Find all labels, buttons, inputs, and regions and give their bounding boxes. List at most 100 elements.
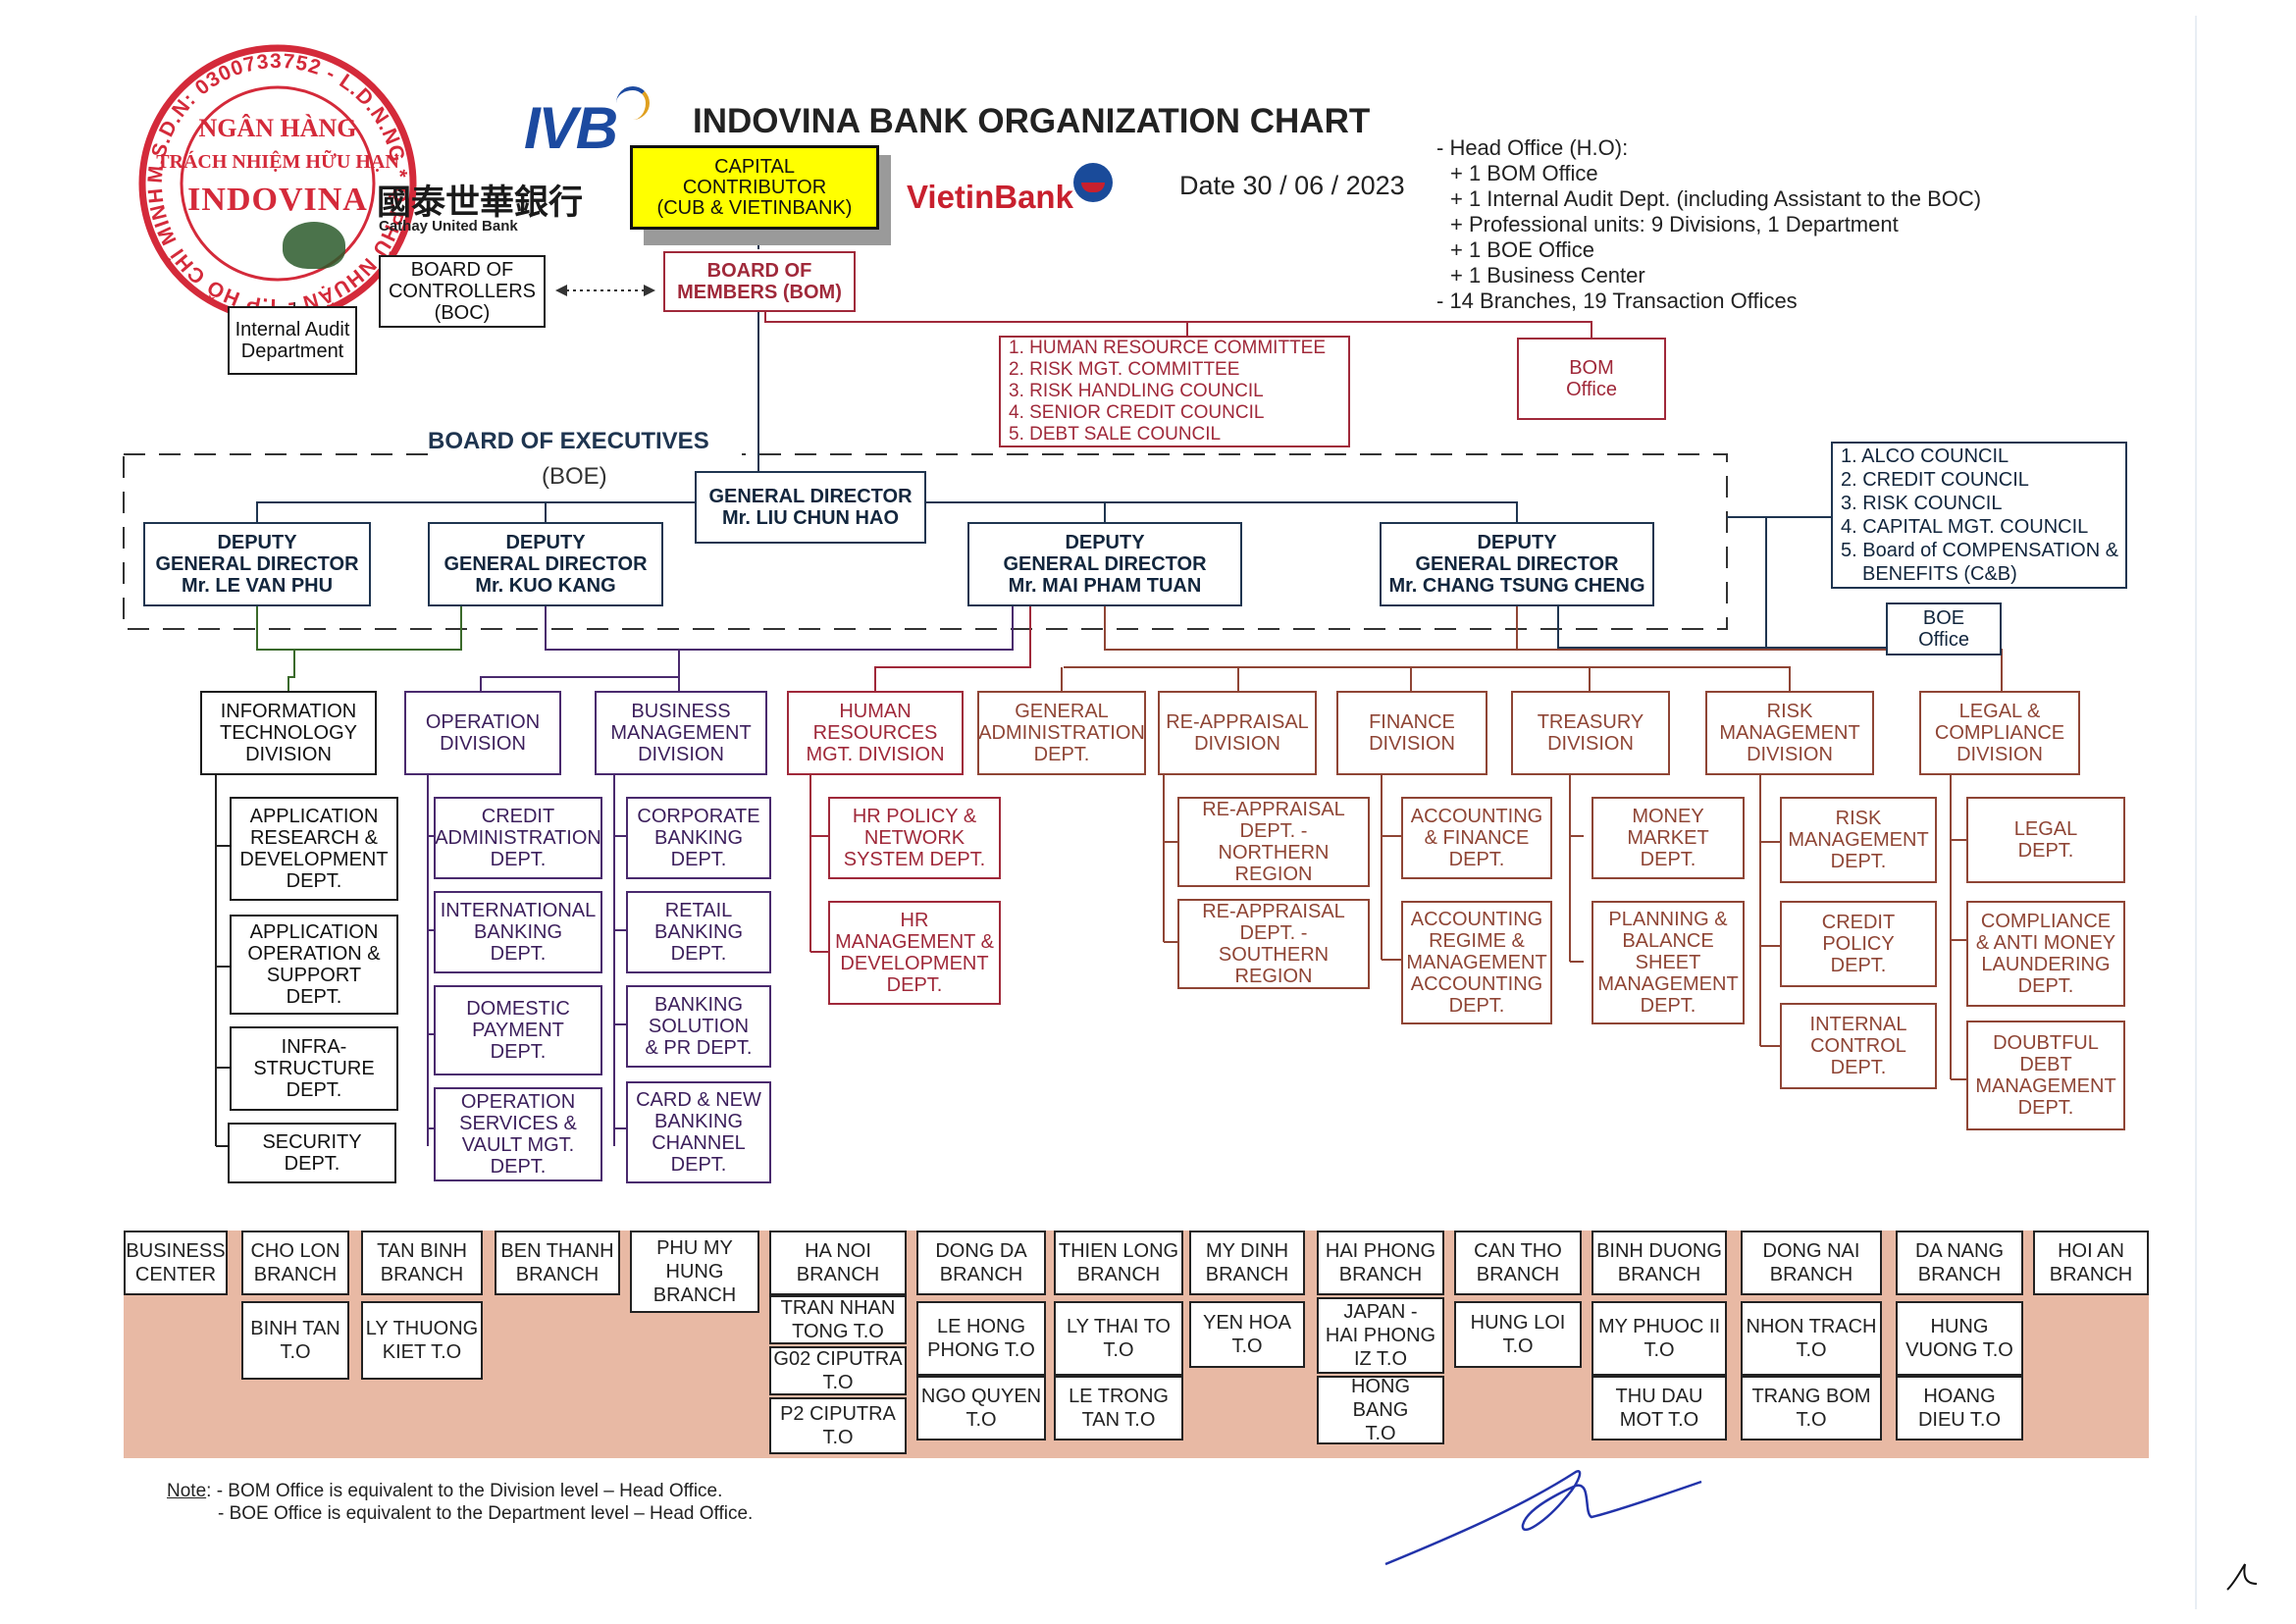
division-label: DIVISION [1194,733,1280,755]
division-label: DEPT. [1033,744,1090,765]
division-label: HUMAN [839,701,912,722]
boe-office-box: BOE Office [1886,602,2002,655]
transaction-office-label: TAN T.O [1081,1409,1156,1431]
council-item: 2. CREDIT COUNCIL [1841,469,2029,491]
transaction-office-label: P2 CIPUTRA [780,1403,896,1425]
branch-label: BRANCH [1076,1264,1161,1285]
boe-frame [123,453,1728,630]
branch-label: BRANCH [1338,1264,1423,1285]
dept-label: MARKET [1627,827,1709,849]
dept-label: SOUTHERN [1218,944,1330,966]
dept-box: APPLICATION OPERATION & SUPPORT DEPT. [230,915,398,1015]
dept-label: DEPT. - [1239,922,1308,944]
bom-line: MEMBERS (BOM) [677,282,842,303]
dept-label: RISK [1835,808,1882,829]
dept-label: OPERATION & [247,943,381,965]
transaction-office-label: TONG T.O [792,1321,884,1342]
council-item: 4. CAPITAL MGT. COUNCIL [1841,516,2089,538]
capital-line: CONTRIBUTOR [682,176,827,198]
division-label: LEGAL & [1958,701,2041,722]
transaction-office-label: BINH TAN [250,1318,340,1339]
dept-label: COMPLIANCE [1980,911,2112,932]
dept-box: RETAIL BANKING DEPT. [626,891,771,973]
deputy-name: Mr. MAI PHAM TUAN [1008,575,1202,597]
general-director-box: GENERAL DIRECTOR Mr. LIU CHUN HAO [695,471,926,544]
dept-label: RETAIL [664,900,733,921]
transaction-office-label: TRAN NHAN [780,1297,896,1319]
company-stamp: M.S.D.N: 0300733752 - L.D.N.NG * Q.PHÚ N… [135,41,420,326]
deputy-title: GENERAL DIRECTOR [155,553,359,575]
dept-label: DEPT. [1448,849,1505,870]
note-line: : - BOM Office is equivalent to the Divi… [206,1481,723,1501]
division-label: RESOURCES [812,722,938,744]
summary-line: + 1 Business Center [1450,263,1645,288]
chart-date: Date 30 / 06 / 2023 [1179,171,1405,200]
branch-label: BRANCH [1917,1264,2002,1285]
dept-label: MANAGEMENT [1597,973,1739,995]
dept-label: DEPT. [2017,975,2074,997]
dept-label: DEPT. [1640,849,1696,870]
dept-label: VAULT MGT. [461,1134,575,1156]
division-hr: HUMAN RESOURCES MGT. DIVISION [787,691,964,775]
dept-label: NETWORK [863,827,965,849]
transaction-office-label: G02 CIPUTRA [773,1348,903,1370]
division-label: DIVISION [1957,744,2043,765]
dept-label: DEPT. [286,1079,342,1101]
dept-box: RE-APPRAISAL DEPT. - NORTHERN REGION [1177,797,1370,887]
boe-councils-box: 1. ALCO COUNCIL 2. CREDIT COUNCIL 3. RIS… [1831,442,2127,589]
dept-box: CREDIT ADMINISTRATION DEPT. [434,797,602,879]
branch-label: BRANCH [1617,1264,1701,1285]
dept-box: OPERATION SERVICES & VAULT MGT. DEPT. [434,1087,602,1181]
dept-label: REGION [1234,966,1313,987]
transaction-office-label: KIET T.O [382,1341,462,1363]
dept-label: BANKING [473,921,563,943]
dept-label: DEPT. [670,1154,727,1176]
summary-line: + 1 BOM Office [1450,161,1598,185]
committee-item: 4. SENIOR CREDIT COUNCIL [1009,402,1265,423]
division-label: DIVISION [440,733,526,755]
branch-label: BRANCH [2049,1264,2133,1285]
bom-office-line: BOM [1569,357,1614,379]
dept-label: RE-APPRAISAL [1202,799,1345,820]
dept-label: DEPT. [2017,1097,2074,1119]
committee-item: 3. RISK HANDLING COUNCIL [1009,381,1264,401]
dept-label: MANAGEMENT [1975,1075,2116,1097]
transaction-office-label: T.O [1502,1336,1534,1357]
dept-label: PLANNING & [1608,909,1728,930]
transaction-office-label: T.O [822,1372,854,1393]
transaction-office-label: MY PHUOC II [1597,1316,1721,1337]
stamp-line-1: NGÂN HÀNG [198,114,357,142]
capital-line: CAPITAL [714,155,795,178]
dept-box: INFRA- STRUCTURE DEPT. [230,1026,398,1111]
dept-label: DEPT. [286,870,342,892]
division-reappraisal: RE-APPRAISAL DIVISION [1158,691,1317,775]
transaction-office-label: T.O [1103,1339,1134,1361]
transaction-office-label: DIEU T.O [1917,1409,2002,1431]
branch-label: MY DINH [1205,1240,1289,1262]
summary-line: + 1 BOE Office [1450,237,1594,262]
transaction-office-label: HAI PHONG [1325,1325,1436,1346]
branch-label: BRANCH [939,1264,1023,1285]
dept-label: MANAGEMENT & [835,931,994,953]
dept-label: DEPT. [1830,955,1887,976]
gd-name: Mr. LIU CHUN HAO [722,507,899,529]
branch-label: BRANCH [652,1284,737,1306]
transaction-office-label: LE HONG [936,1316,1026,1337]
branch-label: DONG DA [935,1240,1027,1262]
transaction-office-label: T.O [1796,1339,1827,1361]
dept-label: BANKING [653,1111,744,1132]
branch-label: BEN THANH [500,1240,614,1262]
dept-label: DOUBTFUL [1993,1032,2099,1054]
deputy-gd-box: DEPUTY GENERAL DIRECTOR Mr. KUO KANG [428,522,663,606]
committee-item: 1. HUMAN RESOURCE COMMITTEE [1009,338,1327,358]
transaction-office-label: JAPAN - [1343,1301,1418,1323]
dept-label: CREDIT [1821,912,1896,933]
summary-line: - Head Office (H.O): [1436,135,1629,160]
branch-label: THIEN LONG [1058,1240,1179,1262]
